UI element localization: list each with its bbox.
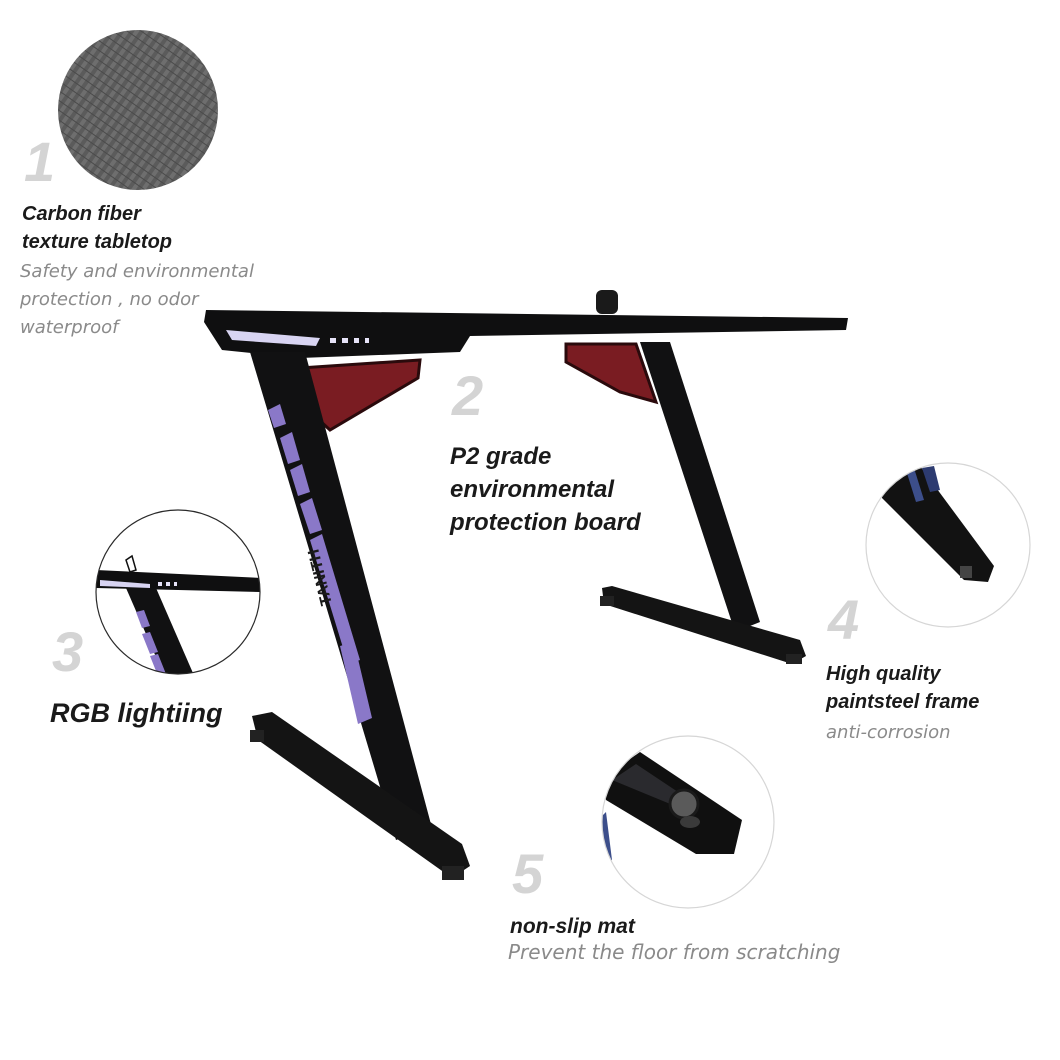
feature-title-2: P2 grade environmental protection board bbox=[450, 440, 641, 539]
tabletop-rgb-strip bbox=[226, 330, 320, 346]
feature-title-1-line-2: texture tabletop bbox=[22, 231, 173, 253]
cable-port bbox=[596, 290, 618, 314]
feature-title-4: High quality paintsteel frame bbox=[826, 660, 979, 716]
feature-title-3: RGB lightiing bbox=[50, 698, 223, 728]
feature-title-2-line-1: P2 grade bbox=[450, 443, 552, 470]
right-leg bbox=[640, 342, 760, 632]
feature-number-4: 4 bbox=[828, 588, 860, 651]
feature-subtitle-1-line-3: waterproof bbox=[20, 317, 119, 338]
feature-title-1-line-1: Carbon fiber bbox=[22, 203, 141, 225]
feature-title-2-line-3: protection board bbox=[450, 509, 641, 536]
feature-title-2-line-2: environmental bbox=[450, 476, 615, 503]
non-slip-mat-detail bbox=[601, 735, 775, 909]
feature-number-2: 2 bbox=[452, 364, 484, 427]
feature-title-1: Carbon fiber texture tabletop bbox=[22, 200, 172, 256]
right-red-bracket bbox=[564, 342, 659, 405]
feature-subtitle-1-line-2: protection , no odor bbox=[20, 289, 199, 310]
left-foot bbox=[252, 712, 470, 878]
gaming-desk: TANITH bbox=[204, 290, 848, 880]
feature-title-5: non-slip mat bbox=[510, 915, 635, 938]
right-foot bbox=[602, 586, 806, 664]
frame-detail bbox=[865, 462, 1031, 628]
feature-subtitle-5: Prevent the floor from scratching bbox=[508, 940, 841, 964]
feature-title-4-line-1: High quality bbox=[826, 663, 941, 685]
feature-number-3: 3 bbox=[52, 620, 84, 683]
tabletop bbox=[204, 310, 848, 358]
feature-title-4-line-2: paintsteel frame bbox=[826, 691, 980, 713]
rgb-lighting-detail bbox=[95, 509, 261, 675]
feature-number-5: 5 bbox=[512, 842, 544, 905]
feature-subtitle-1: Safety and environmental protection , no… bbox=[20, 258, 254, 342]
carbon-fiber-swatch bbox=[58, 30, 218, 190]
feature-subtitle-1-line-1: Safety and environmental bbox=[20, 261, 254, 282]
feature-subtitle-4: anti-corrosion bbox=[826, 722, 951, 743]
left-leg-rgb-chevrons bbox=[268, 404, 372, 724]
feature-number-1: 1 bbox=[24, 130, 56, 193]
